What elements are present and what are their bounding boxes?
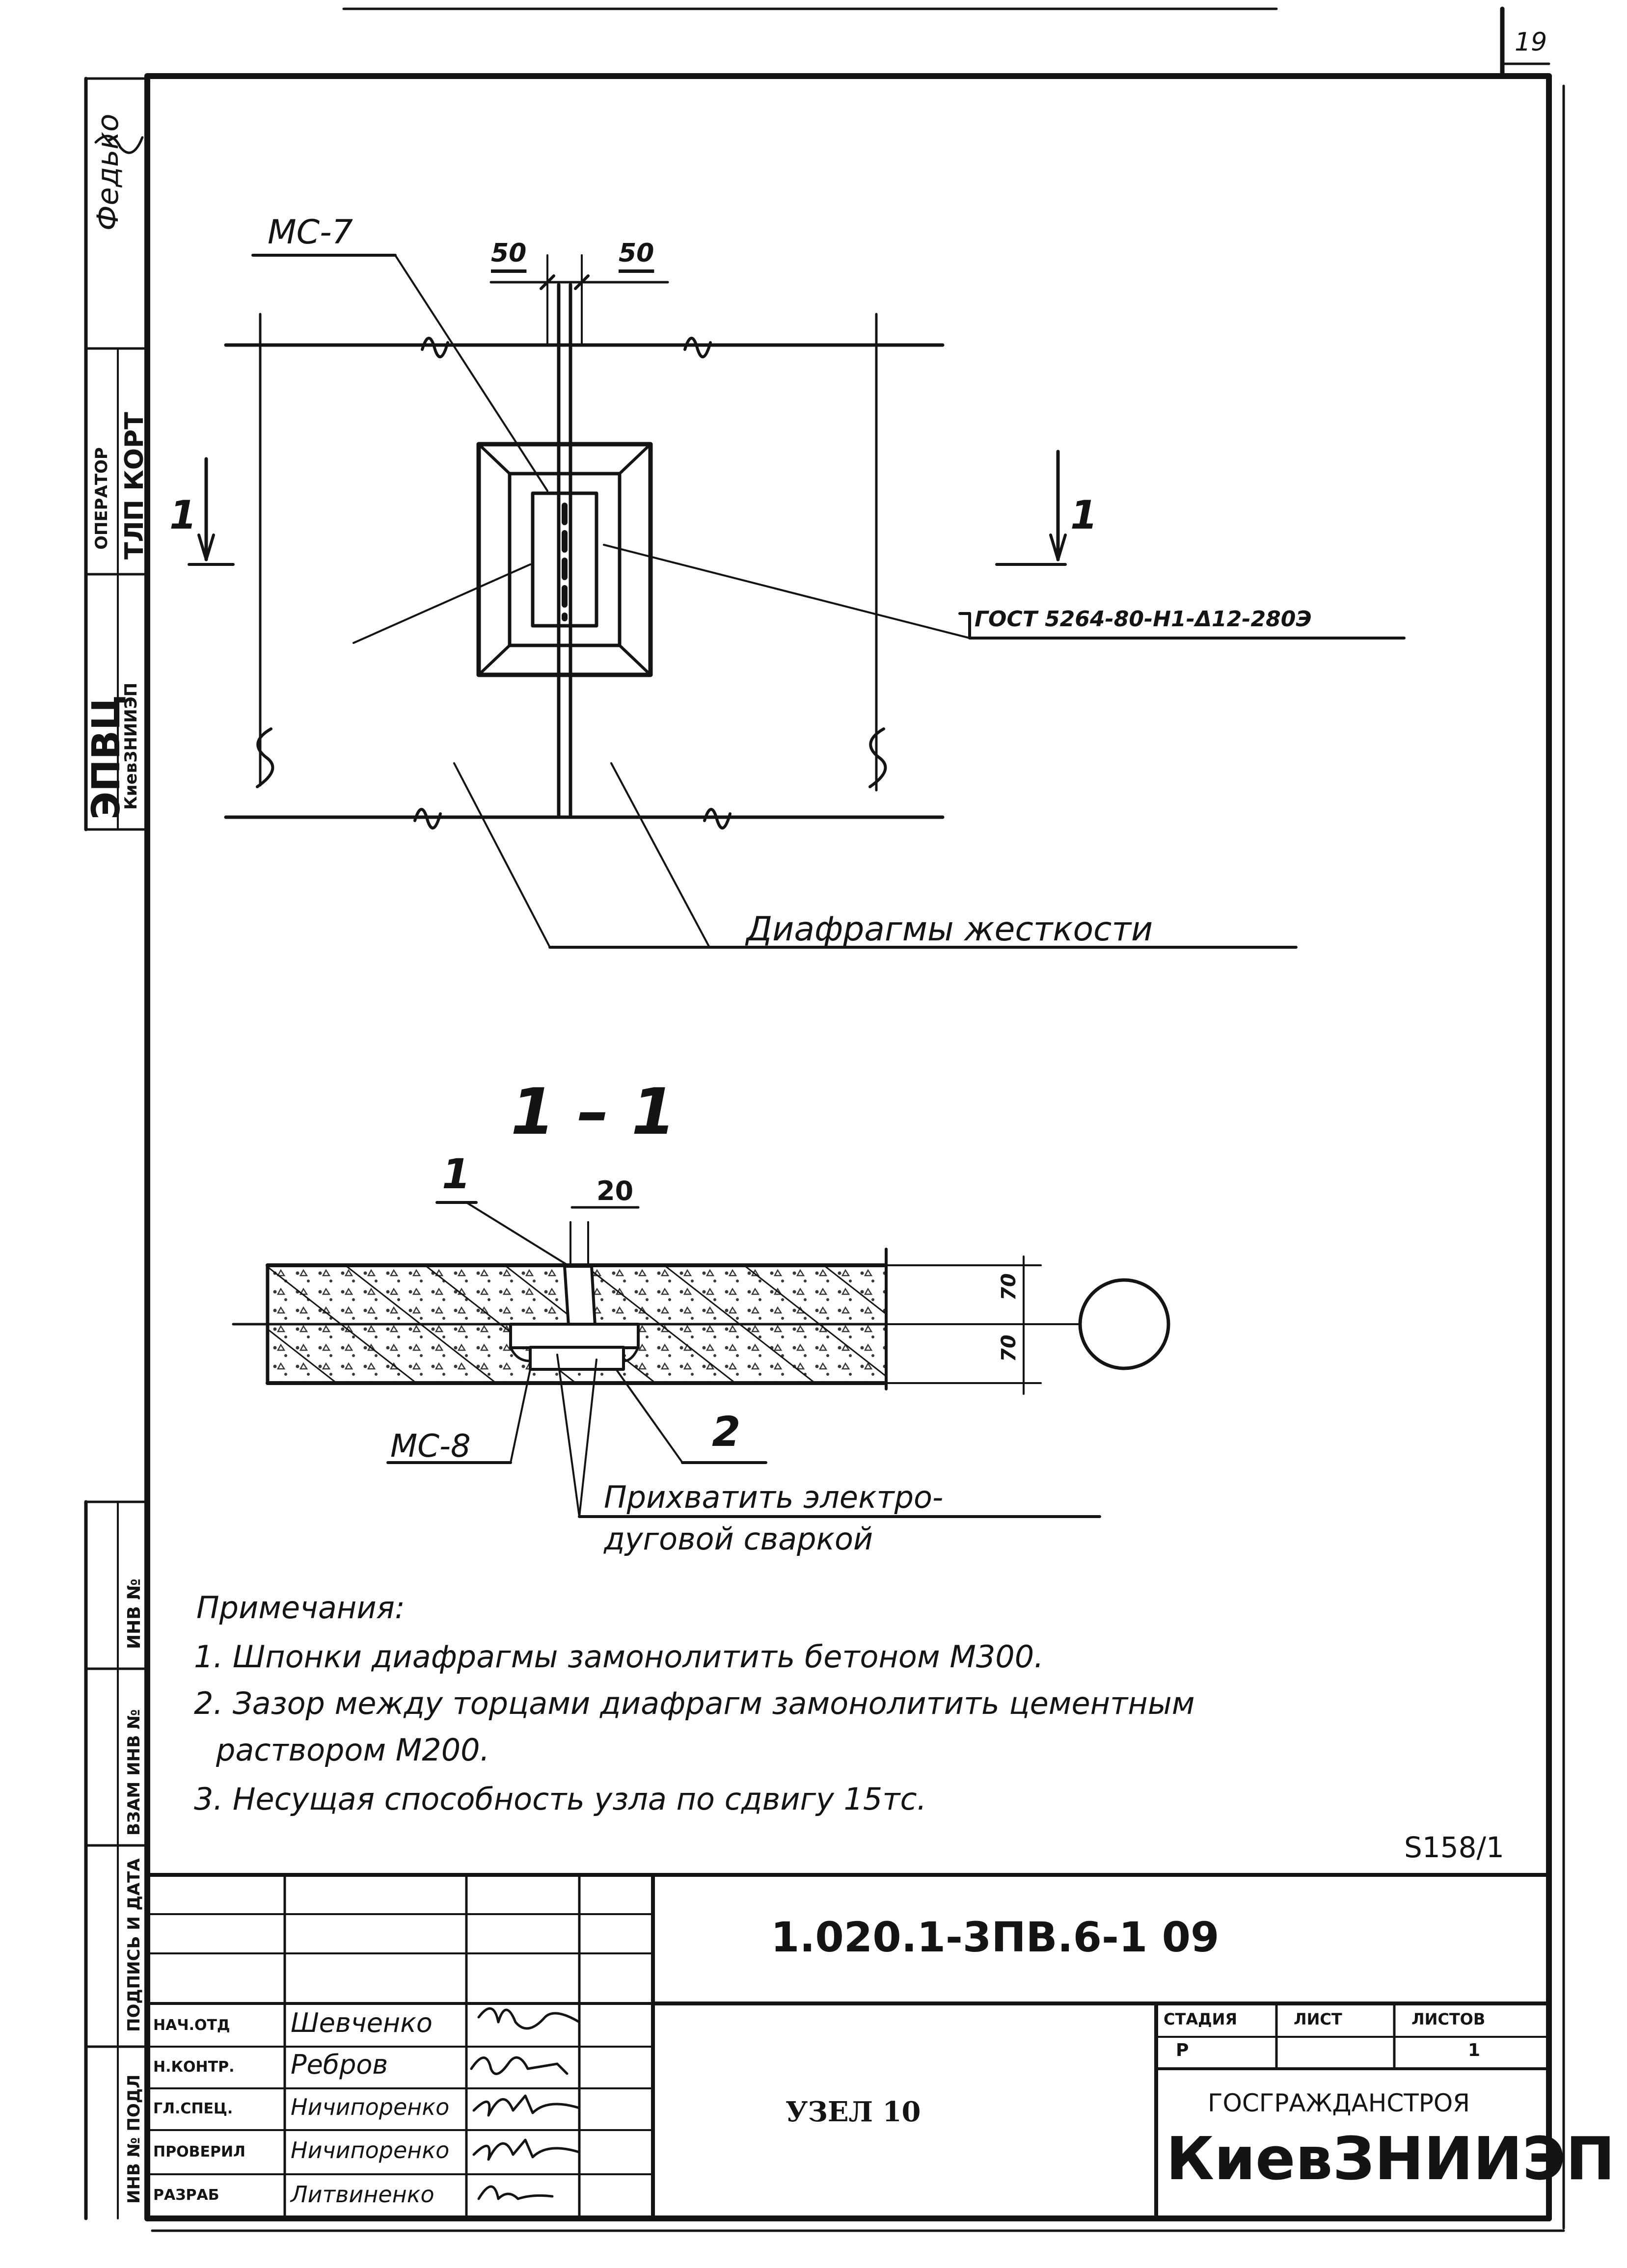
section-mark-right: 1 [1070, 492, 1098, 538]
staff-name-2: Ребров [291, 2049, 388, 2080]
section-callout-2: 2 [712, 1408, 741, 1456]
archive-cell-original-inv: ИНВ № ПОДЛ [124, 2074, 144, 2204]
staff-name-5: Литвиненко [291, 2181, 434, 2208]
section-callout-1: 1 [442, 1150, 471, 1198]
notes-heading: Примечания: [196, 1590, 405, 1626]
tack-weld-label-line1: Прихватить электро- [604, 1479, 944, 1515]
sheet-frame [144, 6, 1565, 2232]
plan-tag-mc7: МС-7 [268, 213, 353, 252]
note-3: 3. Несущая способность узла по сдвигу 15… [194, 1781, 927, 1817]
tack-weld-label-line2: дуговой сваркой [604, 1521, 873, 1557]
note-1: 1. Шпонки диафрагмы замонолитить бетоном… [194, 1639, 1044, 1675]
sheet-number: 19 [1515, 27, 1547, 57]
weld-note: ГОСТ 5264-80-Н1-Δ12-280Э [975, 607, 1312, 632]
archive-strip-frame [84, 1500, 149, 2220]
staff-role-1: НАЧ.ОТД [153, 2017, 230, 2034]
label-diaphragms: Диафрагмы жесткости [746, 910, 1153, 949]
archive-cell-signature-date: ПОДПИСЬ И ДАТА [124, 1858, 144, 2032]
side-stamp-operator-label: ОПЕРАТОР [92, 447, 111, 550]
section-dim-top: 70 [998, 1273, 1020, 1301]
plan-dim-right: 50 [619, 239, 654, 268]
section-dim-bottom: 70 [998, 1334, 1020, 1362]
staff-name-4: Ничипоренко [291, 2137, 450, 2163]
drawing-designation: 1.020.1-3ПВ.6-1 09 [771, 1913, 1220, 1961]
side-stamp-dept: ЭПВЦ [84, 694, 129, 820]
section-dim-gap: 20 [597, 1175, 634, 1206]
staff-role-5: РАЗРАБ [153, 2187, 219, 2204]
drawing-title: УЗЕЛ 10 [786, 2096, 921, 2128]
staff-role-4: ПРОВЕРИЛ [153, 2143, 245, 2161]
staff-name-3: Ничипоренко [291, 2094, 450, 2120]
header-sheet: ЛИСТ [1294, 2010, 1342, 2028]
institute-name: КиевЗНИИЭП [1166, 2125, 1615, 2193]
note-2-continued: раствором М200. [216, 1732, 490, 1768]
section-view [232, 1201, 1170, 1518]
value-sheets: 1 [1468, 2040, 1481, 2060]
side-stamp-dept-org: КиевЗНИИЭП [121, 682, 141, 810]
section-title: 1 – 1 [511, 1074, 676, 1149]
header-stage: СТАДИЯ [1164, 2010, 1237, 2028]
archive-cell-replace-inv: ВЗАМ ИНВ № [124, 1709, 144, 1836]
album-ref: S158/1 [1404, 1831, 1504, 1864]
staff-role-3: ГЛ.СПЕЦ. [153, 2100, 233, 2117]
plan-view [188, 254, 1406, 949]
section-mark-left: 1 [169, 492, 197, 538]
section-tag-mc8: МС-8 [390, 1428, 471, 1465]
side-stamp-signer: Федько [91, 113, 125, 231]
archive-cell-inv: ИНВ № [124, 1578, 144, 1649]
side-stamp-frame [84, 77, 149, 831]
staff-role-2: Н.КОНТР. [153, 2058, 235, 2076]
side-stamp-operator-name: ТЛП КОРТ [120, 412, 149, 560]
organization-name: ГОСГРАЖДАНСТРОЯ [1208, 2089, 1470, 2117]
note-2: 2. Зазор между торцами диафрагм замоноли… [194, 1685, 1195, 1721]
value-stage: Р [1176, 2040, 1189, 2060]
signatures [94, 134, 581, 2200]
header-sheets: ЛИСТОВ [1411, 2010, 1486, 2028]
staff-name-1: Шевченко [291, 2007, 433, 2038]
title-block-grid [145, 1873, 1551, 2220]
plan-dim-left: 50 [491, 239, 527, 268]
